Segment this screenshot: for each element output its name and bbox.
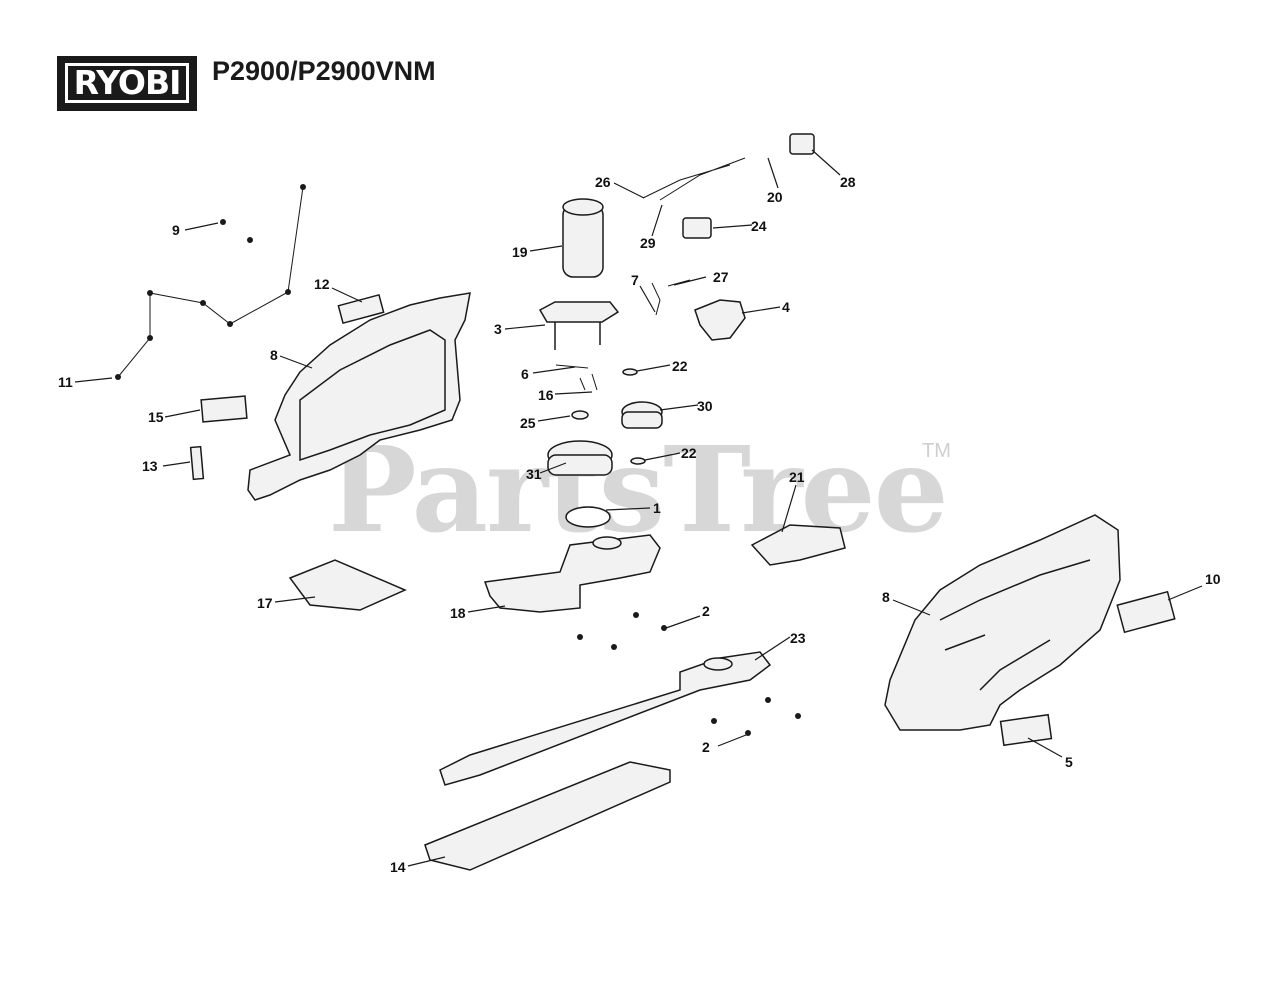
label-13-part [189, 445, 205, 481]
washer-1-part [565, 506, 611, 528]
callout-16: 16 [538, 387, 554, 403]
motor-part [562, 204, 604, 278]
right-housing-part [884, 514, 1121, 731]
callout-2a: 2 [702, 603, 710, 619]
callout-12: 12 [314, 276, 330, 292]
callout-2b: 2 [702, 739, 710, 755]
trigger-part [694, 299, 746, 341]
blade-guard-part [424, 761, 671, 871]
callout-22a: 22 [672, 358, 688, 374]
callout-15: 15 [148, 409, 164, 425]
callout-6: 6 [521, 366, 529, 382]
callout-31: 31 [526, 466, 542, 482]
callout-9: 9 [172, 222, 180, 238]
callout-10: 10 [1205, 571, 1221, 587]
callout-8a: 8 [270, 347, 278, 363]
switch-28-part [789, 133, 815, 155]
sheath-17-part [288, 559, 407, 611]
callout-4: 4 [782, 299, 790, 315]
callout-18: 18 [450, 605, 466, 621]
callout-3: 3 [494, 321, 502, 337]
callout-29: 29 [640, 235, 656, 251]
callout-8b: 8 [882, 589, 890, 605]
callout-27: 27 [713, 269, 729, 285]
left-housing-part [247, 292, 471, 501]
callout-13: 13 [142, 458, 158, 474]
trademark-mark: TM [922, 440, 951, 462]
callout-7: 7 [631, 272, 639, 288]
motor-plate-part [538, 301, 620, 323]
callout-19: 19 [512, 244, 528, 260]
right-housing-detail [939, 559, 1091, 691]
hedge-blade-part [439, 651, 772, 786]
callout-22b: 22 [681, 445, 697, 461]
left-housing-inner [299, 329, 446, 462]
shear-blade-part [483, 534, 661, 613]
label-15-part [200, 395, 248, 423]
callout-11: 11 [58, 374, 73, 390]
callout-5: 5 [1065, 754, 1073, 770]
label-5-part [999, 713, 1053, 747]
callout-21: 21 [789, 469, 805, 485]
callout-17: 17 [257, 595, 273, 611]
callout-14: 14 [390, 859, 406, 875]
callout-23: 23 [790, 630, 806, 646]
ryobi-logo-text: RYOBI [65, 63, 189, 103]
callout-26: 26 [595, 174, 611, 190]
callout-25: 25 [520, 415, 536, 431]
callout-28: 28 [840, 174, 856, 190]
switch-part [682, 217, 712, 239]
label-10-part [1116, 590, 1176, 634]
callout-20: 20 [767, 189, 783, 205]
callout-30: 30 [697, 398, 713, 414]
motor-top [562, 198, 604, 216]
callout-1: 1 [653, 500, 661, 516]
lockout-part [750, 524, 846, 566]
callout-24: 24 [751, 218, 767, 234]
model-title: P2900/P2900VNM [212, 56, 436, 86]
